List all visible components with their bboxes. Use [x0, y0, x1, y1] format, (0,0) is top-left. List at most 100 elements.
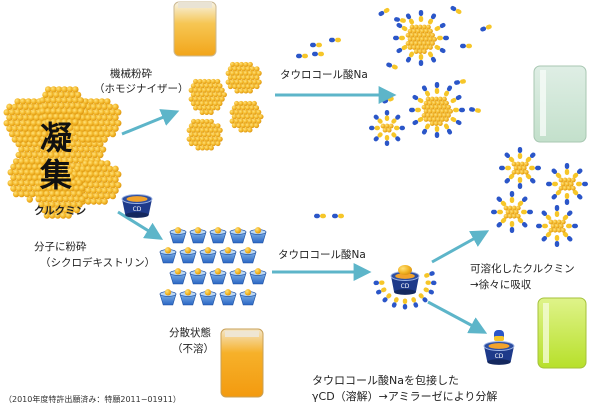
- taurocholate-molecule: [566, 223, 578, 229]
- taurocholate-molecule: [572, 189, 583, 200]
- taurocholate-molecule: [517, 147, 523, 159]
- jar-top-yellow: [173, 1, 217, 57]
- cd-badge-text: CD: [133, 206, 142, 213]
- taurocholate-molecule: [443, 123, 453, 135]
- cyclodextrin-complex-array: [159, 227, 267, 306]
- cd-cup: [169, 227, 187, 244]
- cd-drum: CD: [121, 194, 153, 218]
- taurocholate-label-top: タウロコール酸Na: [280, 69, 368, 81]
- jar-lime-green: [537, 297, 587, 369]
- jar-orange: [220, 328, 264, 398]
- cd-cup: [239, 247, 257, 264]
- taurocholate-molecule: [564, 163, 570, 175]
- taurocholate-molecule: [427, 13, 437, 25]
- taurocholate-molecule: [391, 114, 401, 124]
- micelle: [393, 10, 449, 66]
- taurocholate-molecule: [409, 107, 421, 113]
- taurocholate-molecule: [517, 177, 523, 189]
- solubilized-label: 可溶化したクルクミン: [470, 263, 575, 275]
- taurocholate-molecule: [541, 231, 552, 242]
- taurocholate-molecule: [394, 125, 405, 131]
- arrow-to-bottom: [427, 300, 488, 334]
- taurocholate-molecule: [373, 114, 383, 124]
- taurocholate-molecule: [499, 165, 511, 171]
- arrow-mech-grind: [121, 109, 180, 136]
- taurocholate-molecule: [434, 82, 440, 94]
- cd-drum: CD: [390, 271, 420, 295]
- cd-cup: [249, 227, 267, 244]
- molecular-grind-sublabel: （シクロデキストリン）: [40, 257, 156, 269]
- molecular-grind-label: 分子に粉砕: [34, 241, 87, 253]
- cd-cup: [189, 227, 207, 244]
- taurocholate-molecule: [517, 217, 528, 228]
- dispersed-sublabel: （不溶）: [172, 343, 214, 355]
- particle-cluster: [71, 98, 122, 143]
- taurocholate-molecules: [296, 5, 492, 219]
- curcumin-label: クルクミン: [34, 205, 87, 217]
- particle-cluster: [39, 86, 87, 131]
- taurocholate-molecule: [554, 235, 560, 247]
- taurocholate-molecule: [427, 51, 437, 63]
- cd-cup: [219, 247, 237, 264]
- cd-cup: [159, 247, 177, 264]
- patent-note: （2010年度特許出願済み：特願2011−01911）: [4, 395, 181, 404]
- micelle: [409, 82, 465, 138]
- taurocholate-molecule: [525, 173, 536, 184]
- taurocholate-molecule: [382, 96, 394, 104]
- aggregate-label-1: 凝: [40, 119, 73, 157]
- taurocholate-molecule: [491, 209, 503, 215]
- arrow-to-solubilized: [431, 230, 490, 264]
- cd-cup: [179, 247, 197, 264]
- taurocholate-molecule: [425, 280, 437, 286]
- taurocholate-molecule: [391, 132, 401, 142]
- dispersed-label: 分散状態: [169, 327, 211, 339]
- micelles-top: [369, 10, 465, 146]
- taurocholate-molecule: [378, 7, 390, 17]
- cd-cup: [239, 289, 257, 306]
- taurocholate-molecule: [405, 13, 415, 25]
- taurocholate-molecule: [418, 54, 424, 66]
- cd-complex-icon: CD: [373, 265, 437, 310]
- micelle: [491, 191, 533, 233]
- taurocholate-molecule: [421, 85, 431, 97]
- taurocholate-molecule: [480, 24, 492, 32]
- micelle: [536, 205, 578, 247]
- mech-grind-label: 機械粉砕: [110, 68, 152, 80]
- cd-cup: [199, 289, 217, 306]
- taurocholate-molecule: [576, 181, 588, 187]
- taurocholate-molecule: [391, 297, 399, 308]
- taurocholate-molecule: [394, 17, 406, 23]
- taurocholate-molecule: [412, 116, 424, 126]
- taurocholate-molecule: [312, 51, 324, 57]
- taurocholate-molecule: [369, 125, 380, 131]
- taurocholate-molecule: [443, 85, 453, 97]
- taurocholate-molecule: [434, 22, 446, 32]
- solubilized-micelles: [491, 147, 588, 247]
- cd-cup: [179, 289, 197, 306]
- micelle: [546, 163, 588, 205]
- taurocholate-molecule: [437, 35, 449, 41]
- taurocholate-molecule: [504, 173, 515, 184]
- taurocholate-molecule: [418, 293, 428, 303]
- cd-cup: [209, 227, 227, 244]
- cd-cup: [219, 289, 237, 306]
- taurocholate-molecule: [310, 42, 322, 48]
- cd-cup: [169, 268, 187, 285]
- particle-cluster: [71, 160, 122, 205]
- taurocholate-molecule: [546, 181, 558, 187]
- particle-cluster: [380, 123, 394, 133]
- taurocholate-molecule: [332, 213, 344, 219]
- particle-cluster: [3, 98, 54, 143]
- taurocholate-molecule: [418, 10, 424, 22]
- taurocholate-molecule: [434, 126, 440, 138]
- taurocholate-molecule: [551, 168, 562, 179]
- aggregate-label-2: 集: [40, 156, 73, 194]
- taurocholate-molecule: [384, 135, 390, 146]
- taurocholate-molecule: [536, 223, 548, 229]
- particle-cluster: [558, 177, 576, 191]
- aggregate-cluster: [3, 86, 122, 219]
- taurocholate-molecule: [393, 35, 405, 41]
- taurocholate-molecule: [412, 94, 424, 104]
- taurocholate-molecule: [329, 37, 341, 43]
- bottom-label-1: タウロコール酸Naを包接した: [312, 374, 459, 387]
